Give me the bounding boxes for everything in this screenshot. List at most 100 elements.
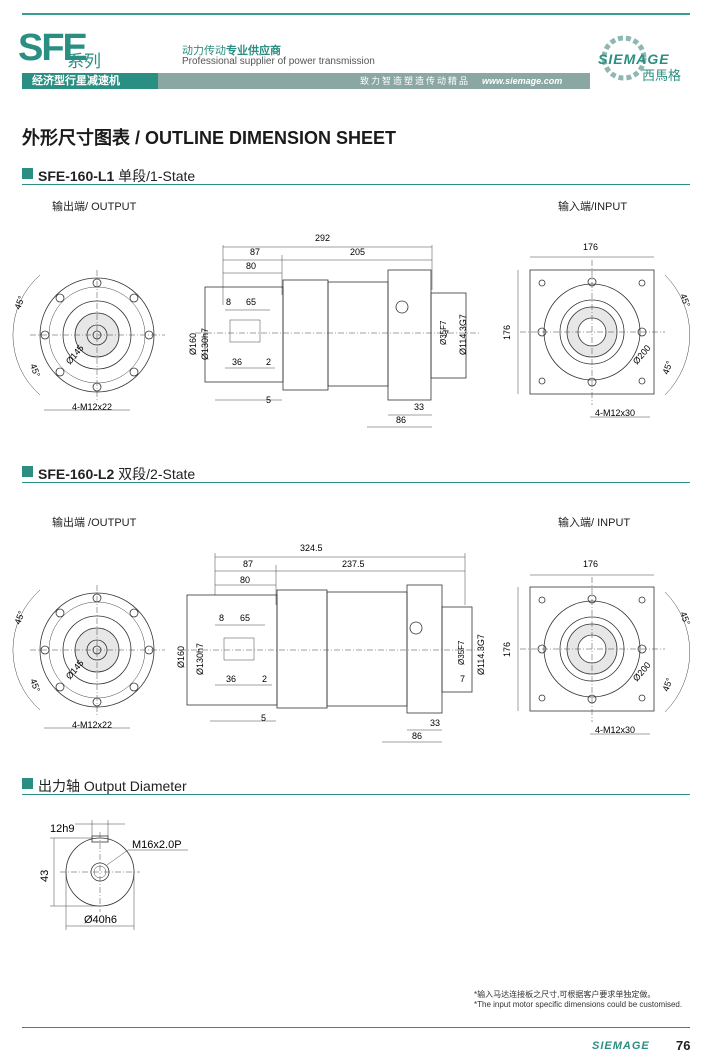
section-1-rule bbox=[22, 184, 690, 185]
s1-dia114: Ø114.3G7 bbox=[458, 314, 468, 355]
s1-sq176-top: 176 bbox=[583, 242, 598, 252]
shaft-height: 43 bbox=[39, 870, 51, 882]
section-marker-icon bbox=[22, 466, 33, 477]
section-2-model: SFE-160-L2 bbox=[38, 466, 115, 482]
output-shaft-drawing: 12h9 43 M16x2.0P Ø40h6 bbox=[39, 820, 188, 930]
input-flange-view bbox=[517, 574, 691, 735]
s2-d87: 87 bbox=[243, 559, 253, 569]
section-1-output-label: 输出端/ OUTPUT bbox=[52, 201, 137, 213]
s1-d80: 80 bbox=[246, 261, 256, 271]
section-3-title-cn: 出力轴 bbox=[38, 778, 80, 794]
note-en: *The input motor specific dimensions cou… bbox=[474, 1000, 683, 1009]
section-1-drawing: 45° 45° Ø145 4-M12x22 292 87 205 80 8 65… bbox=[12, 233, 692, 428]
page-number: 76 bbox=[676, 1038, 691, 1053]
section-2-drawing: 45° 45° Ø145 4-M12x22 324.5 87 237.5 80 … bbox=[12, 543, 692, 743]
product-name-label: 经济型行星减速机 bbox=[22, 73, 158, 89]
key-width: 12h9 bbox=[50, 823, 74, 835]
tagline-prefix: 动力传动 bbox=[182, 45, 226, 57]
section-3-title-en: Output Diameter bbox=[83, 778, 187, 794]
s1-d205: 205 bbox=[350, 247, 365, 257]
s1-dia160: Ø160 bbox=[188, 333, 198, 355]
s2-bolt-out: 4-M12x22 bbox=[72, 720, 112, 730]
s2-d33: 33 bbox=[430, 718, 440, 728]
input-flange-view bbox=[517, 256, 691, 418]
s1-d87: 87 bbox=[250, 247, 260, 257]
s2-d237: 237.5 bbox=[342, 559, 365, 569]
slogan: 致力智造塑造传动精品 bbox=[360, 76, 471, 86]
section-1-model: SFE-160-L1 bbox=[38, 168, 115, 184]
s2-angle-c: 45° bbox=[678, 610, 692, 627]
siemage-logo: SIEMAGE 西馬格 bbox=[598, 35, 681, 83]
s2-bolt-in: 4-M12x30 bbox=[595, 725, 635, 735]
s2-angle-b: 45° bbox=[28, 677, 42, 694]
s1-dia35: Ø35F7 bbox=[439, 320, 448, 345]
series-suffix: 系列 bbox=[67, 52, 101, 71]
s2-angle-d: 45° bbox=[660, 676, 674, 693]
s1-d8: 8 bbox=[226, 297, 231, 307]
footer-rule bbox=[22, 1027, 690, 1028]
side-view bbox=[180, 553, 485, 743]
section-2-rule bbox=[22, 482, 690, 483]
s2-d65: 65 bbox=[240, 613, 250, 623]
section-1-stage: 单段/1-State bbox=[118, 168, 196, 184]
section-3-rule bbox=[22, 794, 690, 795]
s2-dia160: Ø160 bbox=[176, 646, 186, 668]
s2-pcd200: Ø200 bbox=[631, 660, 653, 683]
shaft-thread: M16x2.0P bbox=[132, 839, 182, 851]
series-code: SFE bbox=[18, 27, 88, 69]
s1-d36: 36 bbox=[232, 357, 242, 367]
side-view bbox=[195, 245, 480, 428]
s1-angle-c: 45° bbox=[678, 292, 692, 309]
section-marker-icon bbox=[22, 168, 33, 179]
s1-d2: 2 bbox=[266, 357, 271, 367]
s1-bolt-out: 4-M12x22 bbox=[72, 402, 112, 412]
s1-bolt-in: 4-M12x30 bbox=[595, 408, 635, 418]
s2-sq176-top: 176 bbox=[583, 559, 598, 569]
s2-dia114: Ø114.3G7 bbox=[476, 634, 486, 675]
logo-text: SIEMAGE bbox=[598, 51, 670, 67]
logo-text-cn: 西馬格 bbox=[642, 68, 681, 83]
s1-pcd200: Ø200 bbox=[631, 343, 653, 366]
tagline-cn: 动力传动专业供应商 bbox=[182, 42, 281, 58]
shaft-diameter: Ø40h6 bbox=[84, 914, 117, 926]
s1-total: 292 bbox=[315, 233, 330, 243]
s1-angle-a: 45° bbox=[12, 294, 26, 311]
section-2-output-label: 输出端 /OUTPUT bbox=[52, 517, 137, 529]
s1-d65: 65 bbox=[246, 297, 256, 307]
s1-d7: 7 bbox=[444, 329, 449, 339]
s1-angle-b: 45° bbox=[28, 362, 42, 379]
s2-angle-a: 45° bbox=[12, 609, 26, 626]
s1-angle-d: 45° bbox=[660, 359, 674, 376]
section-1-input-label: 输入端/INPUT bbox=[558, 201, 628, 213]
s1-d33: 33 bbox=[414, 402, 424, 412]
s2-d2: 2 bbox=[262, 674, 267, 684]
section-2-input-label: 输入端/ INPUT bbox=[558, 517, 631, 529]
s1-dia130: Ø130h7 bbox=[200, 328, 210, 360]
website-url[interactable]: www.siemage.com bbox=[482, 76, 563, 86]
s2-d5: 5 bbox=[261, 713, 266, 723]
s1-d5: 5 bbox=[266, 395, 271, 405]
note-cn: *输入马达连接板之尺寸,可根据客户要求单独定做。 bbox=[474, 990, 656, 999]
s2-d36: 36 bbox=[226, 674, 236, 684]
s2-total: 324.5 bbox=[300, 543, 323, 553]
s1-sq176-side: 176 bbox=[502, 325, 512, 340]
s2-d8: 8 bbox=[219, 613, 224, 623]
output-flange-view bbox=[12, 270, 165, 411]
section-2-stage: 双段/2-State bbox=[118, 466, 196, 482]
s2-d86: 86 bbox=[412, 731, 422, 741]
output-flange-view bbox=[12, 585, 165, 729]
header-rule bbox=[22, 13, 690, 15]
gear-icon bbox=[601, 35, 647, 81]
s2-d7: 7 bbox=[460, 674, 465, 684]
s2-dia35: Ø35F7 bbox=[457, 640, 466, 665]
s1-d86: 86 bbox=[396, 415, 406, 425]
page-title: 外形尺寸图表 / OUTLINE DIMENSION SHEET bbox=[22, 128, 397, 148]
header-bar: 致力智造塑造传动精品 www.siemage.com bbox=[158, 73, 590, 89]
footer-brand: SIEMAGE bbox=[592, 1040, 650, 1052]
s2-dia130: Ø130h7 bbox=[195, 643, 205, 675]
tagline-en: Professional supplier of power transmiss… bbox=[182, 56, 375, 67]
s2-d80: 80 bbox=[240, 575, 250, 585]
tagline-bold: 专业供应商 bbox=[226, 45, 281, 57]
s2-sq176-side: 176 bbox=[502, 642, 512, 657]
section-marker-icon bbox=[22, 778, 33, 789]
